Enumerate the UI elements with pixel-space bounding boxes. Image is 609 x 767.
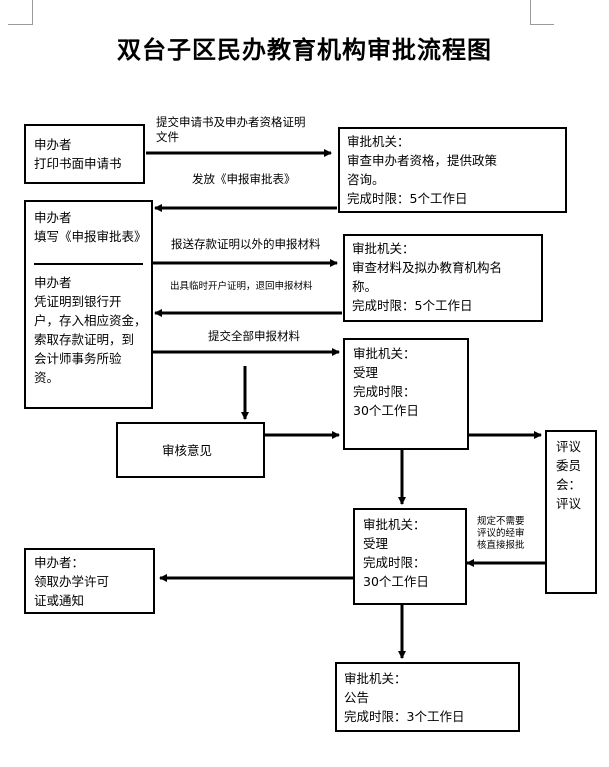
edge-label-issue-form: 发放《申报审批表》 (192, 172, 296, 186)
edge-label-submit-materials: 报送存款证明以外的申报材料 (171, 237, 321, 251)
node-authority-materials-review: 审批机关： 审查材料及拟办教育机构名 称。 完成时限：5个工作日 (343, 234, 543, 322)
edge-label-direct-report: 规定不需要 评议的经审 核直接报批 (477, 516, 525, 551)
edge-label-submit-all: 提交全部申报材料 (208, 329, 300, 343)
edge-label-submit-application: 提交申请书及申办者资格证明 文件 (156, 115, 306, 144)
node-evaluation-committee: 评议 委员 会： 评议 (545, 430, 597, 594)
node-applicant-bank-deposit: 申办者 凭证明到银行开 户，存入相应资金， 索取存款证明，到 会计师事务所验 资… (34, 275, 147, 385)
crop-mark-top-left-v (32, 0, 33, 25)
node-divider (34, 263, 143, 265)
edge-label-issue-certificate: 出具临时开户证明，退回申报材料 (170, 281, 313, 292)
node-review-opinion: 审核意见 (116, 422, 265, 478)
node-applicant-receive-license: 申办者： 领取办学许可 证或通知 (24, 548, 155, 614)
crop-mark-top-right-v (530, 0, 531, 25)
node-applicant-fill-form: 申办者 填写《申报审批表》 申办者 凭证明到银行开 户，存入相应资金， 索取存款… (24, 200, 153, 409)
node-applicant-print-application: 申办者 打印书面申请书 (24, 124, 145, 184)
node-authority-announcement: 审批机关： 公告 完成时限：3个工作日 (335, 662, 520, 732)
node-authority-qualification-review: 审批机关： 审查申办者资格，提供政策 咨询。 完成时限：5个工作日 (338, 127, 567, 213)
crop-mark-top-right-h (530, 24, 554, 25)
page-title: 双台子区民办教育机构审批流程图 (117, 35, 492, 64)
node-authority-accept-final: 审批机关： 受理 完成时限： 30个工作日 (353, 508, 467, 605)
crop-mark-top-left-h (8, 24, 32, 25)
node-authority-accept-30days: 审批机关： 受理 完成时限： 30个工作日 (343, 338, 469, 450)
